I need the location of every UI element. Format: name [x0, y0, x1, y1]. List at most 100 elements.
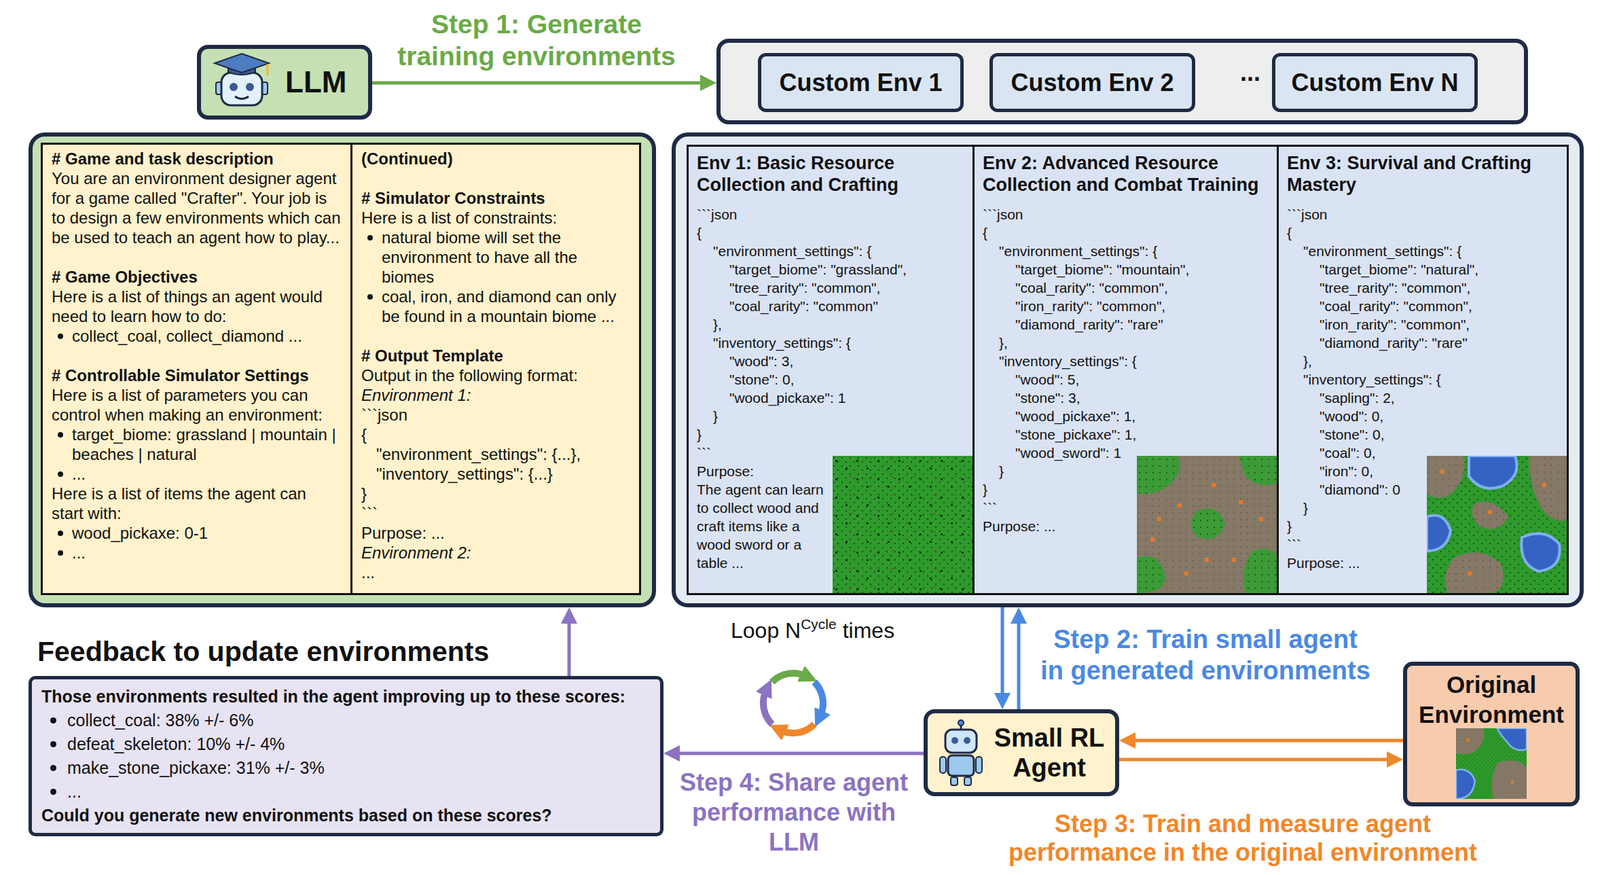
graphic-part — [1191, 508, 1226, 540]
box-label: Original Environment — [1407, 669, 1576, 730]
graphic-part — [951, 736, 959, 744]
json-line: "environment_settings": { — [696, 241, 965, 261]
json-line: } — [1286, 498, 1559, 517]
graphic-part — [964, 776, 972, 786]
prompt-text: Purpose: ... — [361, 522, 631, 543]
bullet-row: make_stone_pickaxe: 31% +/- 3% — [41, 755, 651, 780]
connector-arrow — [372, 74, 717, 92]
graphic-part — [1243, 548, 1277, 593]
step-label: Step 4: Share agent performance with LLM — [666, 767, 922, 858]
graphic-part — [1456, 728, 1527, 799]
env-title: Env 2: Advanced Resource Collection and … — [982, 152, 1269, 196]
graphic-part — [1492, 759, 1527, 799]
graphic-part — [1542, 482, 1547, 487]
json-line: ``` — [696, 443, 965, 462]
connector-line — [1119, 757, 1389, 762]
graphic-part — [1259, 516, 1264, 521]
graphic-part — [1466, 738, 1470, 742]
graphic-part — [1157, 516, 1162, 521]
prompt-column: # Game and task descriptionYou are an en… — [40, 142, 353, 595]
graphic-part — [234, 96, 249, 100]
graphic-part — [1204, 557, 1209, 562]
step-label: Step 3: Train and measure agent performa… — [994, 809, 1491, 867]
env-map — [1426, 455, 1567, 593]
graphic-part — [950, 776, 958, 786]
env-title: Env 3: Survival and Crafting Mastery — [1286, 152, 1559, 196]
env-spec-box: Env 1: Basic Resource Collection and Cra… — [686, 144, 975, 595]
env-panel: Env 1: Basic Resource Collection and Cra… — [671, 132, 1584, 608]
bullet-item: coal, iron, and diamond can only be foun… — [381, 286, 631, 326]
bullet-dot — [50, 788, 57, 795]
graphic-part — [1456, 728, 1484, 755]
section-heading: # Output Template — [361, 345, 631, 366]
json-line: "diamond_rarity": "rare" — [982, 315, 1269, 334]
code-line: "environment_settings": {...}, — [361, 444, 631, 464]
graphic-part — [1177, 503, 1182, 508]
loop-label: times — [842, 617, 895, 643]
llm-box: LLM — [196, 44, 373, 120]
json-line: "wood": 3, — [696, 351, 965, 371]
arrow-head — [560, 607, 578, 624]
prompt-text: Here is a list of things an agent would … — [51, 286, 342, 326]
box-label: LLM — [285, 65, 347, 100]
prompt-text: You are an environment designer agent fo… — [51, 168, 342, 248]
graphic-part — [832, 455, 973, 593]
env-title: Env 1: Basic Resource Collection and Cra… — [696, 152, 965, 196]
bullet-row: ... — [41, 779, 651, 804]
json-line: } — [982, 461, 1269, 481]
graphic-part — [1445, 552, 1504, 593]
code-line: } — [361, 483, 631, 504]
loop-label: Loop N — [730, 617, 801, 643]
json-line: "sapling": 2, — [1286, 388, 1559, 407]
graphic-part — [1528, 455, 1567, 521]
prompt-text: Here is a list of items the agent can st… — [51, 483, 342, 523]
env-spec-box: Env 2: Advanced Resource Collection and … — [972, 144, 1279, 595]
bullet-dot — [367, 234, 373, 241]
graphic-part — [1440, 469, 1445, 474]
cycle-arrow — [763, 689, 773, 724]
graphic-part — [214, 53, 269, 73]
json-line: } — [982, 480, 1269, 499]
bullet-row: collect_coal: 38% +/- 6% — [41, 708, 651, 733]
bullet-row: wood_pickaxe: 0-1 — [51, 522, 342, 543]
graphic-part — [1521, 533, 1560, 572]
purpose-text: Purpose: ... — [1286, 553, 1559, 572]
purpose-text: Purpose: ... — [982, 516, 1269, 536]
bullet-dot — [57, 471, 64, 477]
graphic-part — [1136, 455, 1277, 593]
json-line: "wood": 5, — [982, 370, 1269, 389]
json-line: "target_biome": "grassland", — [696, 260, 965, 279]
connector-line — [678, 751, 924, 756]
graphic-part — [1497, 728, 1527, 750]
agent-box: Small RL Agent — [923, 708, 1120, 796]
json-line: ``` — [982, 498, 1269, 517]
json-line: "environment_settings": { — [1286, 241, 1559, 261]
cycle-arrow — [772, 673, 807, 682]
bullet-row: defeat_skeleton: 10% +/- 4% — [41, 732, 651, 756]
arrow-head — [663, 744, 680, 762]
json-line: }, — [1286, 351, 1559, 371]
json-line: ```json — [982, 205, 1269, 224]
json-line: "iron_rarity": "common", — [1286, 315, 1559, 334]
bullet-row: target_biome: grassland | mountain | bea… — [51, 424, 342, 464]
json-line: "coal_rarity": "common", — [1286, 296, 1559, 316]
connector-arrow — [1010, 607, 1027, 709]
arrow-head — [1119, 732, 1136, 749]
bullet-item: wood_pickaxe: 0-1 — [71, 522, 342, 543]
json-line: "stone": 3, — [982, 388, 1269, 407]
bullet-dot — [57, 550, 64, 556]
graphic-part — [975, 756, 983, 773]
json-line: { — [696, 223, 965, 242]
bullet-item: ... — [67, 779, 651, 804]
bullet-dot — [50, 717, 57, 724]
connector-arrow — [663, 744, 924, 762]
llm-robot-icon — [211, 52, 272, 113]
graphic-part — [1136, 455, 1180, 494]
connector-arrow — [1119, 751, 1404, 768]
json-line: "tree_rarity": "common", — [696, 278, 965, 297]
connector-line — [1001, 607, 1005, 695]
bullet-dot — [57, 333, 64, 339]
graphic-part — [958, 719, 964, 726]
template-label: Environment 1: — [361, 385, 631, 405]
